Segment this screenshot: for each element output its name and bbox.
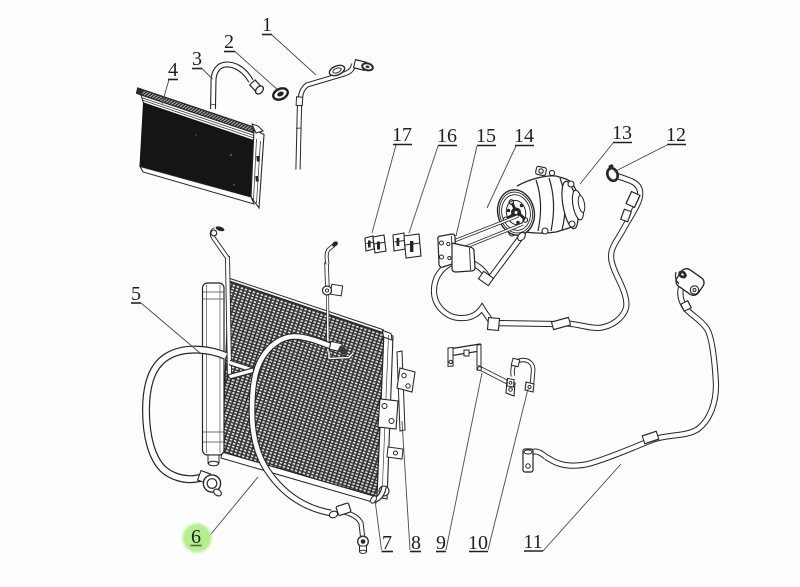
svg-text:13: 13	[612, 122, 632, 144]
svg-text:4: 4	[168, 59, 178, 81]
svg-text:1: 1	[262, 14, 272, 36]
svg-text:15: 15	[476, 125, 496, 147]
svg-text:3: 3	[192, 48, 202, 70]
svg-text:14: 14	[514, 125, 534, 147]
svg-text:9: 9	[436, 532, 446, 554]
svg-text:2: 2	[224, 31, 234, 53]
svg-text:6: 6	[191, 526, 201, 548]
svg-text:12: 12	[666, 124, 686, 146]
svg-text:11: 11	[523, 531, 542, 553]
svg-text:7: 7	[382, 532, 392, 554]
svg-text:8: 8	[411, 532, 421, 554]
svg-text:5: 5	[131, 283, 141, 305]
svg-text:16: 16	[437, 125, 457, 147]
svg-text:10: 10	[468, 532, 488, 554]
svg-text:17: 17	[392, 124, 412, 146]
